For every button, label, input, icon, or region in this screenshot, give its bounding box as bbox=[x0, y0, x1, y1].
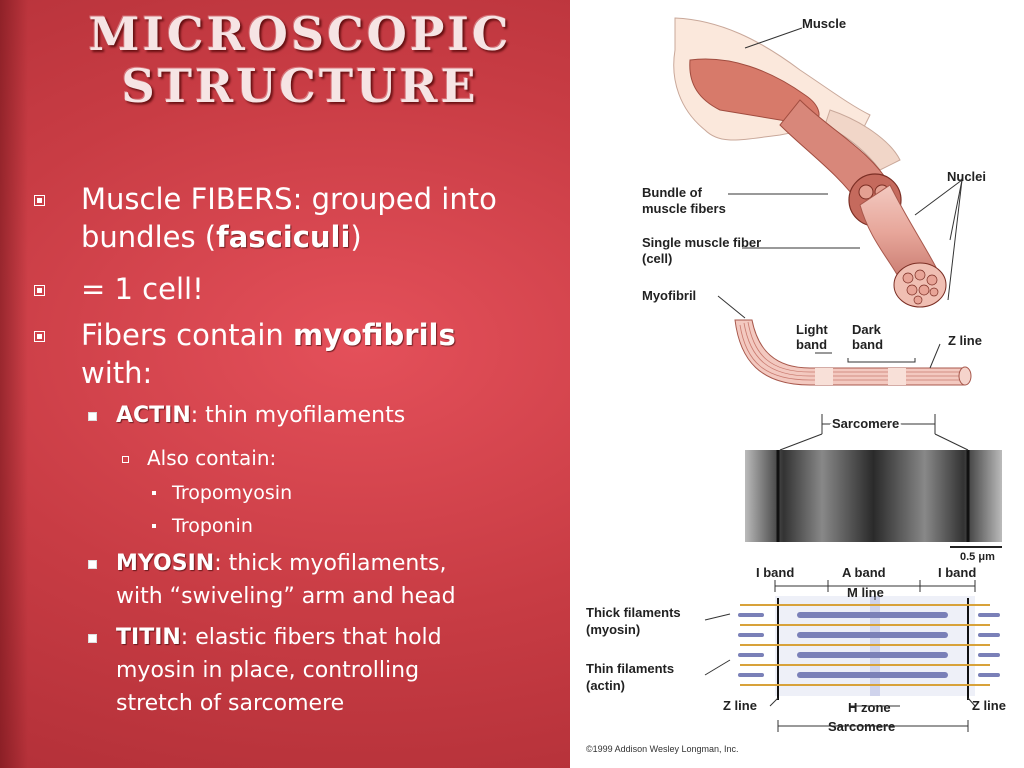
copyright-notice: ©1999 Addison Wesley Longman, Inc. bbox=[586, 744, 739, 754]
label-scale: 0.5 μm bbox=[960, 551, 995, 563]
square-bullet-icon bbox=[88, 560, 97, 569]
label-thick-filaments-line1: Thick filaments bbox=[586, 605, 681, 620]
bullet-muscle-fibers: Muscle FIBERS: grouped into bundles (fas… bbox=[34, 182, 564, 254]
myosin-line1: MYOSIN: thick myofilaments, bbox=[116, 548, 446, 580]
label-myofibril: Myofibril bbox=[642, 288, 696, 303]
muscle-fiber-bundle bbox=[779, 99, 947, 308]
square-bullet-icon bbox=[88, 412, 97, 421]
actin-text: ACTIN: thin myofilaments bbox=[116, 400, 405, 432]
actin-description: : thin myofilaments bbox=[190, 403, 406, 428]
titin-description: : elastic fibers that hold bbox=[180, 625, 442, 650]
label-i-band-right: I band bbox=[938, 565, 976, 580]
label-single-fiber-line2: (cell) bbox=[642, 251, 672, 266]
label-nuclei: Nuclei bbox=[947, 169, 986, 184]
label-sarcomere-bottom: Sarcomere bbox=[828, 719, 895, 734]
slide-title: MICROSCOPIC STRUCTURE bbox=[60, 8, 540, 112]
sub-bullet-also-contain: Also contain: bbox=[122, 444, 522, 472]
bullet-myofibrils-line1: Fibers contain myofibrils bbox=[81, 318, 456, 352]
label-thin-filaments-line2: (actin) bbox=[586, 678, 625, 693]
small-square-bullet-icon bbox=[152, 491, 156, 495]
titin-line2: myosin in place, controlling bbox=[116, 658, 420, 683]
term-fasciculi: fasciculi bbox=[216, 220, 351, 254]
label-z-line-top: Z line bbox=[948, 333, 982, 348]
label-dark-band-line1: Dark bbox=[852, 322, 882, 337]
box-bullet-icon bbox=[34, 195, 45, 206]
sub-bullet-myosin: MYOSIN: thick myofilaments, with “swivel… bbox=[88, 548, 568, 614]
label-muscle: Muscle bbox=[802, 16, 846, 31]
myofibril-tube bbox=[734, 319, 972, 386]
label-light-band-line2: band bbox=[796, 337, 827, 352]
bullet-myofibrils-line2: with: bbox=[81, 356, 153, 390]
titin-line1: TITIN: elastic fibers that hold bbox=[116, 622, 442, 654]
text-close-paren: ) bbox=[350, 220, 362, 254]
label-thick-filaments-line2: (myosin) bbox=[586, 622, 640, 637]
label-bundle-line2: muscle fibers bbox=[642, 201, 726, 216]
label-light-band-line1: Light bbox=[796, 322, 828, 337]
label-thin-filaments-line1: Thin filaments bbox=[586, 661, 674, 676]
electron-micrograph bbox=[745, 450, 1002, 542]
sub-bullet-troponin: Troponin bbox=[152, 513, 512, 539]
myosin-line2: with “swiveling” arm and head bbox=[116, 584, 456, 609]
troponin-text: Troponin bbox=[172, 515, 253, 537]
term-myosin: MYOSIN bbox=[116, 551, 215, 576]
label-h-zone: H zone bbox=[848, 700, 891, 715]
label-m-line: M line bbox=[847, 585, 884, 600]
label-z-line-right: Z line bbox=[972, 698, 1006, 713]
left-edge-shadow bbox=[0, 0, 28, 768]
term-actin: ACTIN bbox=[116, 403, 191, 428]
hollow-square-bullet-icon bbox=[122, 456, 129, 463]
myosin-description: : thick myofilaments, bbox=[214, 551, 447, 576]
bullet-myofibrils: Fibers contain myofibrils with: bbox=[34, 318, 564, 390]
box-bullet-icon bbox=[34, 285, 45, 296]
sarcomere-schematic bbox=[738, 596, 1000, 700]
label-dark-band-line2: band bbox=[852, 337, 883, 352]
text-bundles: bundles ( bbox=[81, 220, 217, 254]
micrograph-z-lines bbox=[776, 450, 970, 542]
sub-bullet-actin: ACTIN: thin myofilaments bbox=[88, 400, 558, 432]
sub-bullet-tropomyosin: Tropomyosin bbox=[152, 480, 512, 506]
label-sarcomere-top: Sarcomere bbox=[832, 416, 899, 431]
muscle-anatomy-diagram: Muscle Nuclei Bundle of muscle fibers Si… bbox=[586, 16, 1006, 754]
bullet-one-cell: = 1 cell! bbox=[34, 272, 564, 306]
arm-illustration bbox=[673, 17, 901, 171]
leader-lines bbox=[704, 27, 976, 732]
text-fibers-contain: Fibers contain bbox=[81, 318, 293, 352]
label-i-band-left: I band bbox=[756, 565, 794, 580]
square-bullet-icon bbox=[88, 634, 97, 643]
label-single-fiber-line1: Single muscle fiber bbox=[642, 235, 761, 250]
muscle-structure-figure: Muscle Nuclei Bundle of muscle fibers Si… bbox=[570, 0, 1024, 768]
bullet-one-cell-text: = 1 cell! bbox=[81, 272, 204, 306]
label-a-band: A band bbox=[842, 565, 886, 580]
sub-bullet-titin: TITIN: elastic fibers that hold myosin i… bbox=[88, 622, 568, 722]
titin-line3: stretch of sarcomere bbox=[116, 691, 345, 716]
term-myofibrils: myofibrils bbox=[293, 318, 456, 352]
title-line-2: STRUCTURE bbox=[121, 59, 479, 113]
term-titin: TITIN bbox=[116, 625, 181, 650]
bullet-muscle-fibers-line2: bundles (fasciculi) bbox=[81, 220, 362, 254]
tropomyosin-text: Tropomyosin bbox=[172, 482, 293, 504]
label-bundle-line1: Bundle of bbox=[642, 185, 703, 200]
small-square-bullet-icon bbox=[152, 524, 156, 528]
also-contain-text: Also contain: bbox=[147, 446, 277, 470]
label-z-line-left: Z line bbox=[723, 698, 757, 713]
title-line-1: MICROSCOPIC bbox=[88, 7, 512, 61]
bullet-muscle-fibers-line1: Muscle FIBERS: grouped into bbox=[81, 182, 497, 216]
box-bullet-icon bbox=[34, 331, 45, 342]
